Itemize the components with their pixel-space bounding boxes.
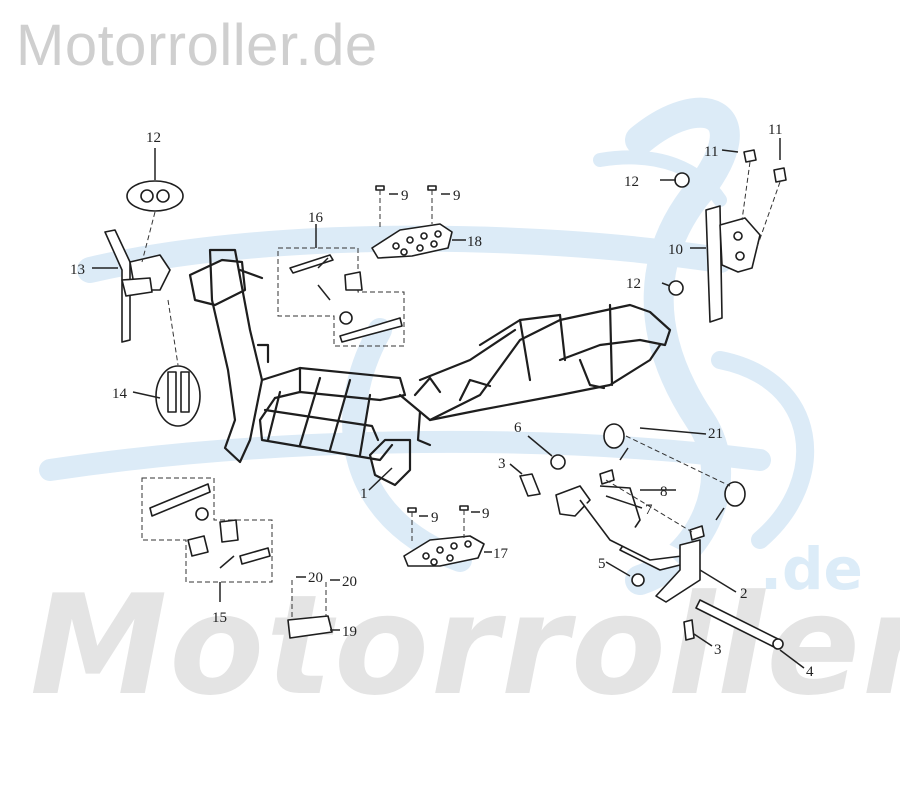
callout-15: 15 xyxy=(212,610,227,626)
callout-19: 19 xyxy=(342,624,357,640)
callout-12-top: 12 xyxy=(146,130,161,146)
callout-18: 18 xyxy=(467,234,482,250)
callout-4: 4 xyxy=(806,664,814,680)
center-stand-assembly xyxy=(519,423,784,650)
part-15-kit xyxy=(141,477,273,583)
callout-9-a: 9 xyxy=(401,188,409,204)
leader-lines xyxy=(92,138,805,669)
part-16-kit xyxy=(277,247,405,347)
part-14-bolts xyxy=(155,365,201,427)
watermark-large: Motorroller xyxy=(30,565,900,726)
callout-12-mid: 12 xyxy=(624,174,639,190)
callout-21: 21 xyxy=(708,426,723,442)
callout-3-a: 3 xyxy=(498,456,506,472)
watermark-top: Motorroller.de xyxy=(16,13,378,78)
callout-2: 2 xyxy=(740,586,748,602)
part-17-footrest-plate xyxy=(403,505,485,567)
callout-20-a: 20 xyxy=(308,570,323,586)
callout-3-b: 3 xyxy=(714,642,722,658)
callout-labels: 12 13 14 16 9 9 18 15 1 9 9 17 19 20 20 … xyxy=(70,122,814,680)
callout-10: 10 xyxy=(668,242,683,258)
callout-11-b: 11 xyxy=(768,122,782,138)
main-frame xyxy=(188,248,672,487)
callout-11-a: 11 xyxy=(704,144,718,160)
part-18-footrest-plate xyxy=(371,185,453,259)
callout-1: 1 xyxy=(360,486,368,502)
callout-20-b: 20 xyxy=(342,574,357,590)
callout-9-b: 9 xyxy=(453,188,461,204)
watermark-domain-suffix: .de xyxy=(760,535,863,603)
callout-7: 7 xyxy=(645,502,653,518)
part-12-grommets xyxy=(126,180,184,212)
watermark-swirl-logo xyxy=(39,97,815,595)
callout-17: 17 xyxy=(493,546,509,562)
part-10-rear-bracket xyxy=(668,149,787,323)
callout-13: 13 xyxy=(70,262,85,278)
callout-9-d: 9 xyxy=(482,506,490,522)
part-19-plate xyxy=(287,580,333,639)
part-13-front-bracket xyxy=(104,229,171,343)
callout-12-low: 12 xyxy=(626,276,641,292)
callout-6: 6 xyxy=(514,420,522,436)
callout-5: 5 xyxy=(598,556,606,572)
callout-14: 14 xyxy=(112,386,128,402)
callout-9-c: 9 xyxy=(431,510,439,526)
callout-16: 16 xyxy=(308,210,324,226)
callout-8: 8 xyxy=(660,484,668,500)
